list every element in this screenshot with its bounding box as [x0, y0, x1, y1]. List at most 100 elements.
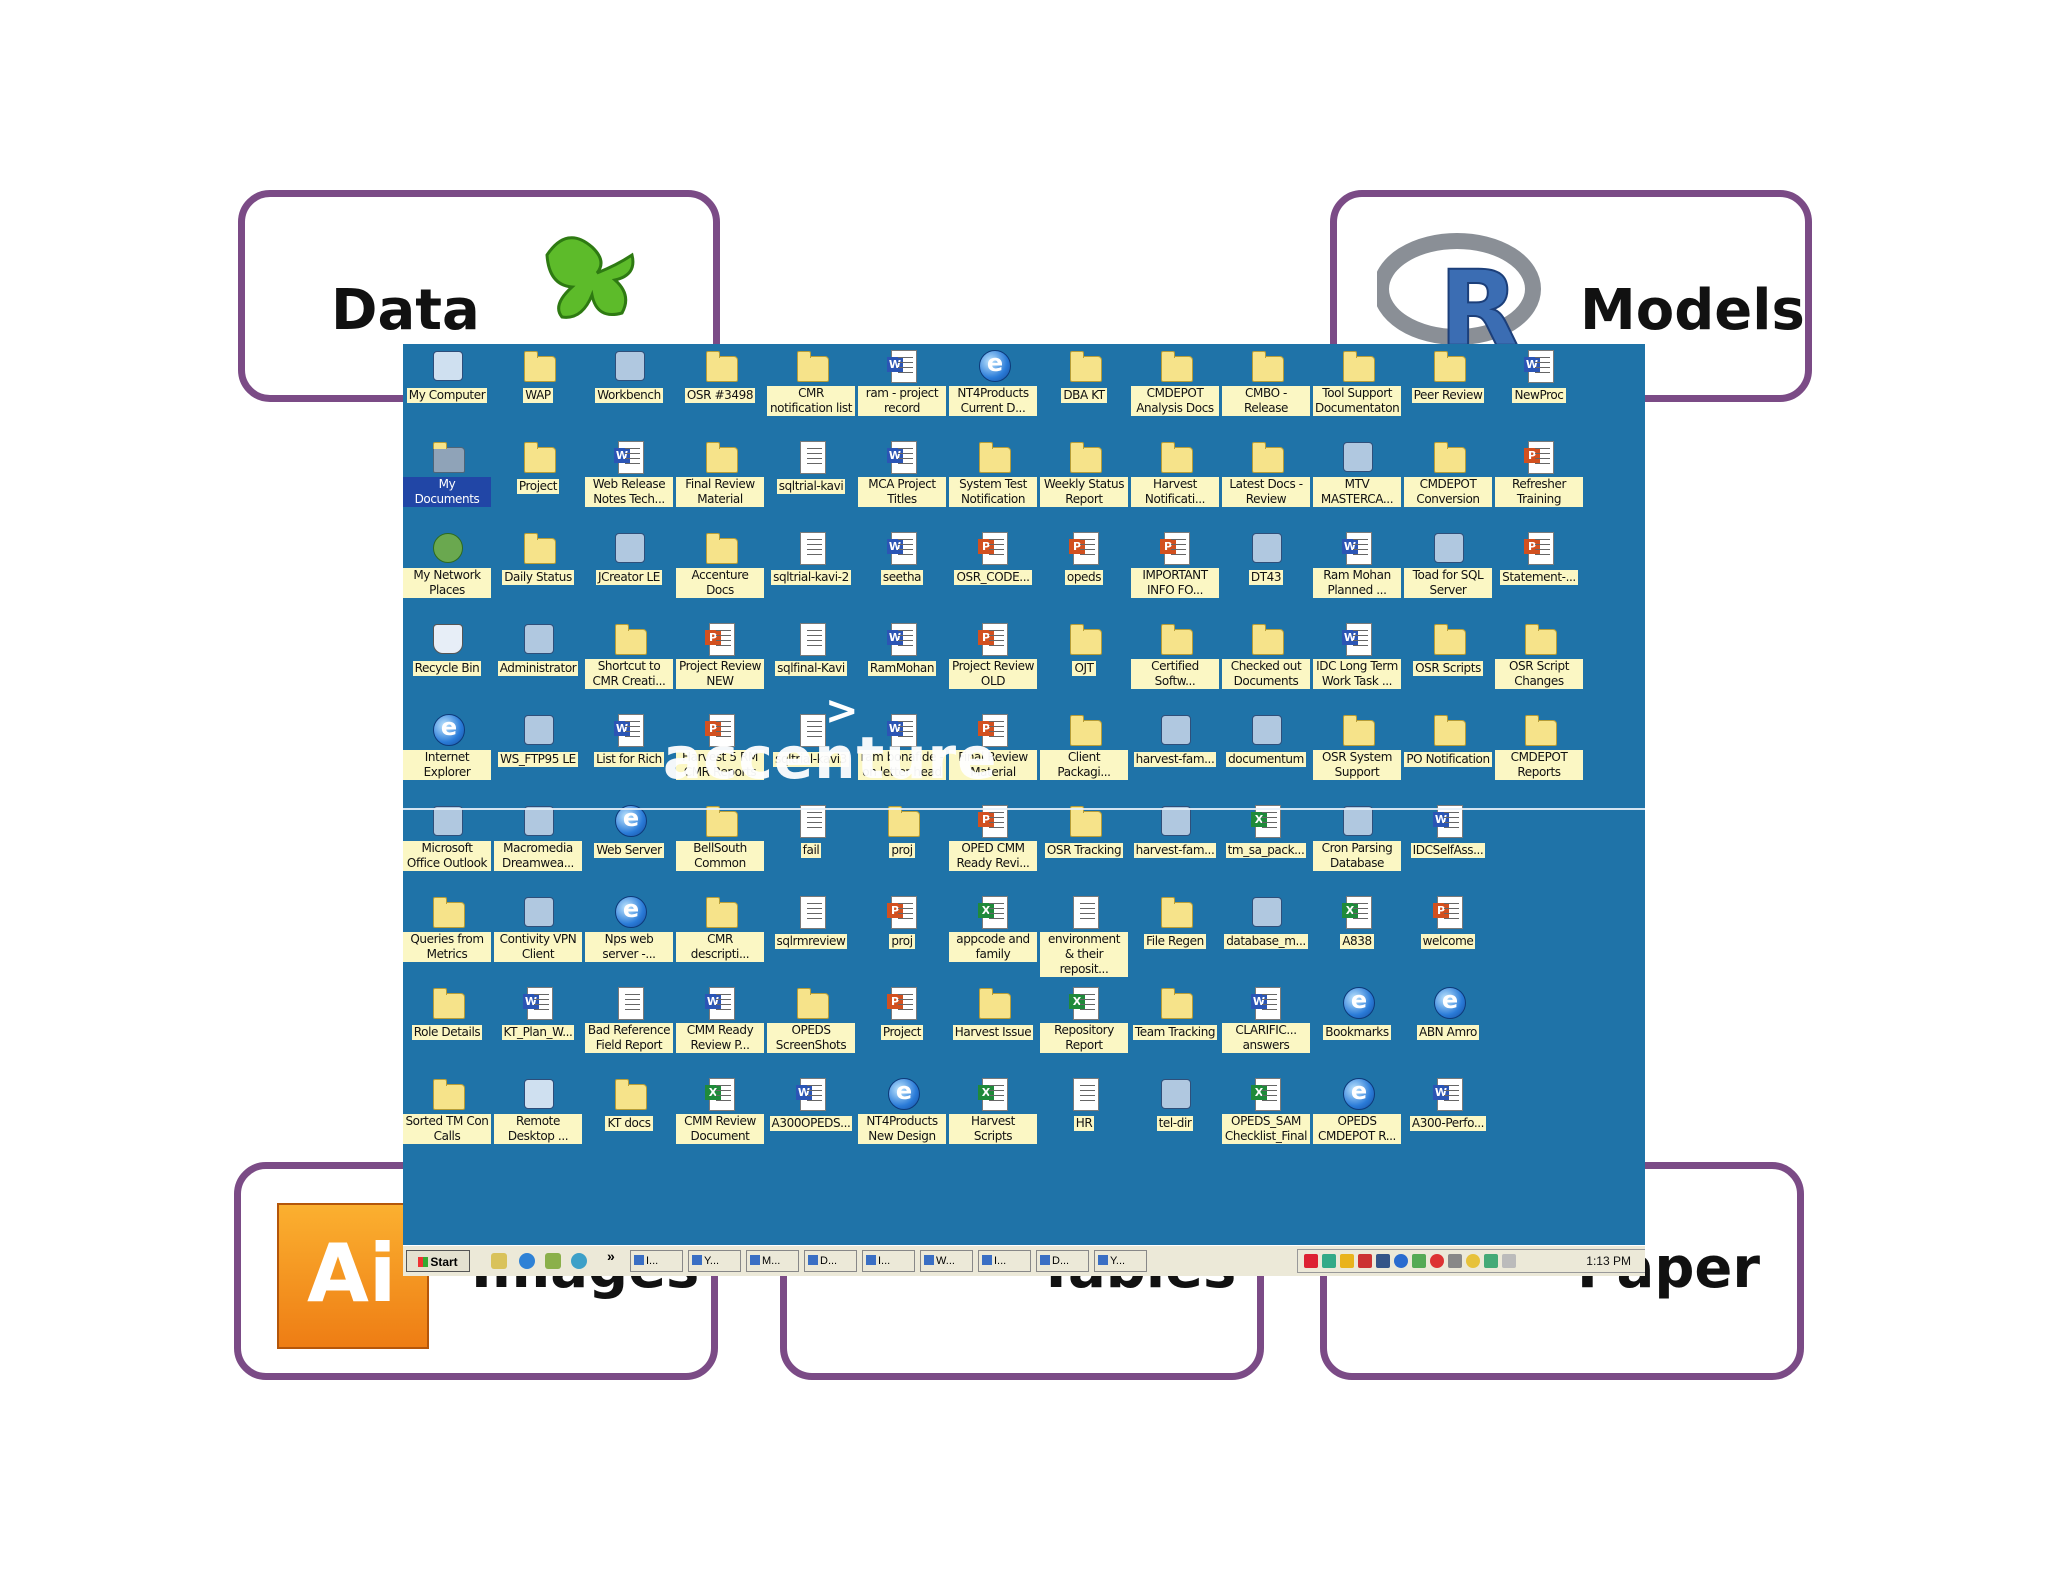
desktop-icon[interactable]: File Regen: [1131, 892, 1219, 950]
tray-icon-2[interactable]: [1322, 1254, 1336, 1268]
desktop-icon[interactable]: Sorted TM Con Calls: [403, 1074, 491, 1145]
desktop-icon[interactable]: Toad for SQL Server: [1404, 528, 1492, 599]
desktop-icon[interactable]: sqltrial-kavi3: [767, 710, 855, 768]
quicklaunch-media-icon[interactable]: [571, 1253, 587, 1269]
taskbar-button[interactable]: D...: [804, 1250, 857, 1272]
desktop-icon[interactable]: Certified Softw...: [1131, 619, 1219, 690]
desktop-icon[interactable]: OSR Script Changes: [1495, 619, 1583, 690]
desktop-icon[interactable]: Queries from Metrics: [403, 892, 491, 963]
desktop-icon[interactable]: OSR Tracking: [1040, 801, 1128, 859]
desktop-icon[interactable]: OSR #3498: [676, 346, 764, 404]
desktop-icon[interactable]: CMR notification list: [767, 346, 855, 417]
quicklaunch-outlook-icon[interactable]: [491, 1253, 507, 1269]
tray-icon-12[interactable]: [1502, 1254, 1516, 1268]
desktop-icon[interactable]: database_m...: [1222, 892, 1310, 950]
desktop-icon[interactable]: OJT: [1040, 619, 1128, 677]
desktop-icon[interactable]: Project: [494, 437, 582, 495]
desktop-icon[interactable]: Remote Desktop ...: [494, 1074, 582, 1145]
desktop-icon[interactable]: ABN Amro: [1404, 983, 1492, 1041]
tray-icon-3[interactable]: [1340, 1254, 1354, 1268]
desktop-icon[interactable]: NT4Products New Design: [858, 1074, 946, 1145]
desktop-icon[interactable]: Checked out Documents: [1222, 619, 1310, 690]
desktop-icon[interactable]: NT4Products Current D...: [949, 346, 1037, 417]
desktop-icon[interactable]: harvest-fam...: [1131, 710, 1219, 768]
tray-icon-11[interactable]: [1484, 1254, 1498, 1268]
desktop-icon[interactable]: sqltrial-kavi-2: [767, 528, 855, 586]
tray-icon-7[interactable]: [1412, 1254, 1426, 1268]
desktop-icon[interactable]: DBA KT: [1040, 346, 1128, 404]
desktop-icon[interactable]: Shortcut to CMR Creati...: [585, 619, 673, 690]
desktop-icon[interactable]: PO Notification: [1404, 710, 1492, 768]
desktop-icon[interactable]: harvest-fam...: [1131, 801, 1219, 859]
start-button[interactable]: Start: [406, 1250, 470, 1272]
desktop-icon[interactable]: My Network Places: [403, 528, 491, 599]
taskbar-button[interactable]: Y...: [688, 1250, 741, 1272]
desktop-icon[interactable]: Accenture Docs: [676, 528, 764, 599]
desktop-icon[interactable]: JCreator LE: [585, 528, 673, 586]
desktop-icon[interactable]: Client Packagi...: [1040, 710, 1128, 781]
desktop-icon[interactable]: CMDEPOT Reports: [1495, 710, 1583, 781]
desktop-icon[interactable]: Tool Support Documentaton: [1313, 346, 1402, 417]
desktop-icon[interactable]: BellSouth Common: [676, 801, 764, 872]
desktop-icon[interactable]: CMBO - Release: [1222, 346, 1310, 417]
tray-icon-6[interactable]: [1394, 1254, 1408, 1268]
desktop-icon[interactable]: Latest Docs - Review: [1222, 437, 1310, 508]
tray-icon-5[interactable]: [1376, 1254, 1390, 1268]
desktop-icon[interactable]: My Documents: [403, 437, 491, 508]
desktop-icon[interactable]: sqlfinal-Kavi: [767, 619, 855, 677]
desktop-icon[interactable]: Daily Status: [494, 528, 582, 586]
desktop-icon[interactable]: Microsoft Office Outlook: [403, 801, 491, 872]
taskbar-button[interactable]: D...: [1036, 1250, 1089, 1272]
desktop-icon[interactable]: Final Review Material: [676, 437, 764, 508]
desktop-icon[interactable]: Macromedia Dreamwea...: [494, 801, 582, 872]
quicklaunch-more-icon[interactable]: »: [607, 1248, 615, 1264]
desktop-icon[interactable]: Bookmarks: [1313, 983, 1401, 1041]
desktop-icon[interactable]: Administrator: [494, 619, 582, 677]
desktop-icon[interactable]: sqltrial-kavi: [767, 437, 855, 495]
desktop-icon[interactable]: sqlrmreview: [767, 892, 855, 950]
tray-icon-9[interactable]: [1448, 1254, 1462, 1268]
desktop-icon[interactable]: Weekly Status Report: [1040, 437, 1128, 508]
desktop-icon[interactable]: tel-dir: [1131, 1074, 1219, 1132]
taskbar-button[interactable]: I...: [862, 1250, 915, 1272]
desktop-icon[interactable]: Harvest Notificati...: [1131, 437, 1219, 508]
desktop-icon[interactable]: Workbench: [585, 346, 673, 404]
tray-icon-1[interactable]: [1304, 1254, 1318, 1268]
desktop-icon[interactable]: CMDEPOT Analysis Docs: [1131, 346, 1219, 417]
tray-icon-10[interactable]: [1466, 1254, 1480, 1268]
desktop-icon[interactable]: MTV MASTERCA...: [1313, 437, 1401, 508]
desktop-icon[interactable]: Contivity VPN Client: [494, 892, 582, 963]
desktop-icon[interactable]: System Test Notification: [949, 437, 1037, 508]
desktop-icon[interactable]: documentum: [1222, 710, 1310, 768]
desktop-icon[interactable]: Role Details: [403, 983, 491, 1041]
taskbar-button[interactable]: I...: [630, 1250, 683, 1272]
desktop-icon[interactable]: CMR descripti...: [676, 892, 764, 963]
